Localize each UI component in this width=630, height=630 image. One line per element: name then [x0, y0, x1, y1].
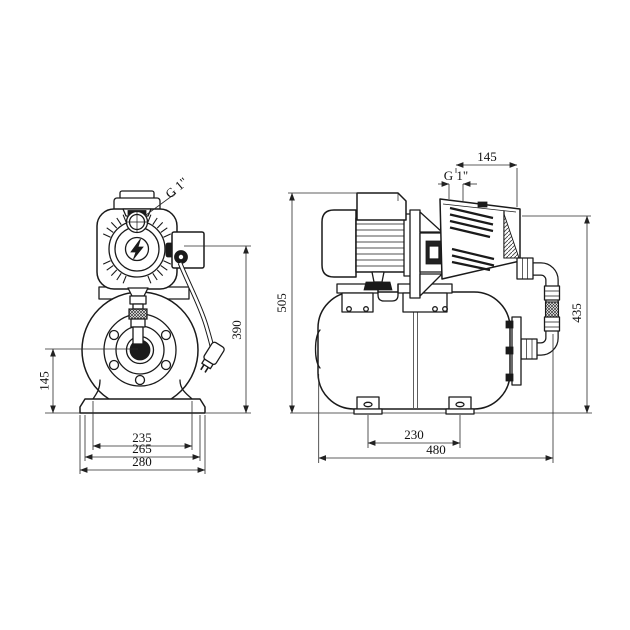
flex-hose-section-side [544, 301, 560, 319]
dim-label-265: 265 [132, 441, 152, 456]
motor-foot [371, 271, 385, 283]
discharge-pipe [505, 257, 561, 386]
vent-slots-top [449, 206, 494, 239]
pump-top-bolt [477, 201, 488, 208]
side-dimensions: 145 G 1" 505 435 230 480 [274, 149, 591, 463]
cooling-fins [102, 214, 172, 284]
vent-slots-bottom [451, 247, 495, 272]
dim-label-port-thread-side: G 1" [444, 168, 468, 183]
terminal-box [356, 192, 407, 221]
dim-label-390: 390 [229, 320, 244, 340]
power-plug [200, 341, 225, 373]
side-view: 145 G 1" 505 435 230 480 [274, 149, 592, 463]
front-view: G 1" 390 145 235 265 280 [37, 174, 251, 474]
dim-label-port-thread-front: G 1" [162, 174, 190, 201]
dim-label-280: 280 [132, 454, 152, 469]
dim-label-435: 435 [569, 303, 584, 323]
dim-label-235: 235 [132, 430, 152, 445]
tank-foot-right [445, 396, 475, 415]
motor-side [321, 192, 415, 291]
dim-label-480: 480 [426, 442, 446, 457]
fan-cover [321, 209, 357, 278]
tank-end-seam [314, 329, 321, 369]
flex-hose-section [128, 308, 148, 320]
pressure-switch [171, 231, 205, 269]
front-dimensions: G 1" 390 145 235 265 280 [37, 174, 251, 474]
base-foot-front [79, 398, 206, 414]
leader-port-thread [145, 192, 177, 216]
union-nut [516, 257, 534, 280]
dim-label-230: 230 [404, 427, 424, 442]
pump-tank-pipe [128, 295, 148, 353]
tank-foot-left [353, 396, 383, 415]
dim-label-505: 505 [274, 293, 289, 313]
motor-fins [356, 223, 408, 267]
tank-weld-seam [413, 294, 418, 408]
dim-label-145-front: 145 [37, 371, 52, 391]
dim-label-145-side: 145 [477, 149, 497, 164]
pump-body-side [439, 198, 521, 280]
power-cable [177, 262, 215, 348]
flange-fitting [520, 338, 538, 360]
lightning-bolt-icon [130, 238, 144, 260]
motor-body [355, 217, 409, 273]
pump-head-front [96, 208, 178, 297]
diffuser-wedge [503, 213, 520, 259]
